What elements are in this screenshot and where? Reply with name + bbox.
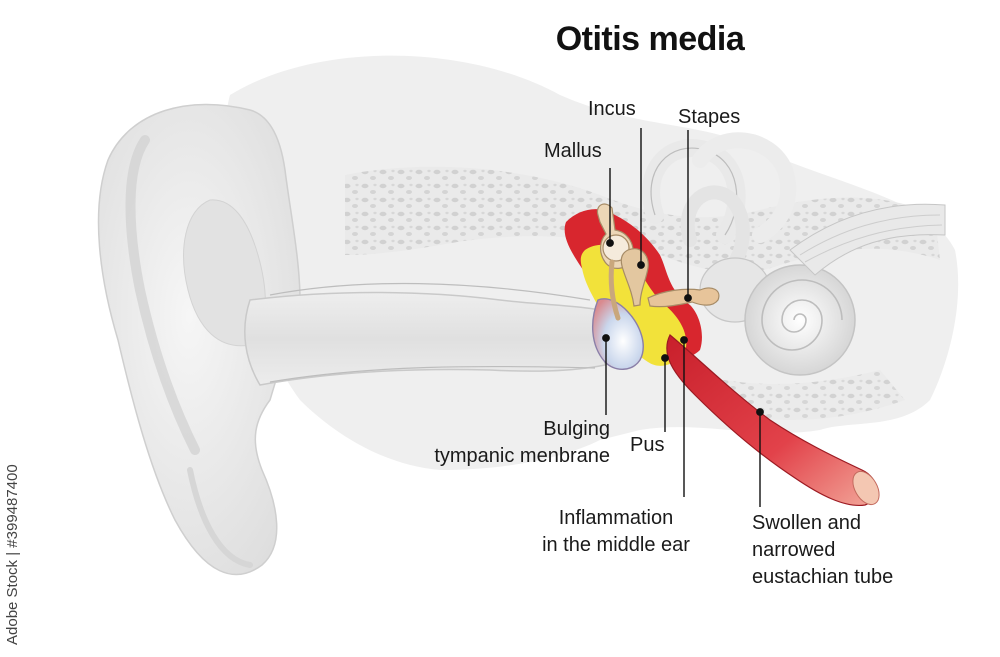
bone-band — [345, 166, 940, 273]
label-inflammation-line-1: Inflammation — [558, 507, 674, 529]
pinna-helix-fold — [125, 135, 200, 455]
label-bulging-line-2: tympanic menbrane — [434, 445, 610, 467]
leader-dot-incus — [637, 261, 645, 269]
leader-dot-eustachian — [756, 408, 764, 416]
eustachian-tube-opening — [852, 470, 880, 506]
ear-canal — [244, 291, 606, 386]
leader-dot-stapes — [684, 294, 692, 302]
label-inflammation-middle-ear: Inflammation in the middle ear — [528, 505, 704, 559]
leader-lines — [602, 128, 764, 507]
leader-dot-pus — [661, 354, 669, 362]
ear-canal-upper-edge — [269, 282, 591, 301]
semicircular-canal-lateral — [680, 185, 750, 269]
label-swollen-eustachian-tube: Swollen and narrowed eustachian tube — [752, 510, 893, 591]
auditory-nerve-fibers — [799, 214, 943, 263]
leader-dot-inflammation — [680, 336, 688, 344]
label-pus: Pus — [630, 434, 665, 456]
label-eustachian-line-2: narrowed — [752, 539, 836, 561]
malleus-handle — [608, 259, 621, 321]
pinna — [97, 103, 301, 576]
label-bulging-line-1: Bulging — [543, 418, 610, 440]
label-bulging-tympanic-membrane: Bulging tympanic menbrane — [368, 416, 610, 470]
auditory-nerve — [789, 203, 946, 276]
label-stapes: Stapes — [678, 106, 741, 128]
label-eustachian-line-3: eustachian tube — [752, 566, 894, 588]
label-inflammation-line-2: in the middle ear — [542, 534, 690, 556]
leader-dot-membrane — [602, 334, 610, 342]
label-mallus: Mallus — [544, 140, 602, 162]
earlobe — [187, 467, 253, 568]
stock-image-id: Adobe Stock | #399487400 — [4, 464, 21, 645]
diagram-title: Otitis media — [555, 20, 745, 58]
cochlea-spiral — [761, 279, 843, 351]
label-incus: Incus — [588, 98, 636, 120]
label-eustachian-line-1: Swollen and — [752, 512, 861, 534]
leader-dot-mallus — [606, 239, 614, 247]
ear-canal-lower-edge — [269, 365, 596, 383]
semicircular-canal-superior — [692, 132, 797, 243]
stapes-bone — [647, 287, 720, 308]
